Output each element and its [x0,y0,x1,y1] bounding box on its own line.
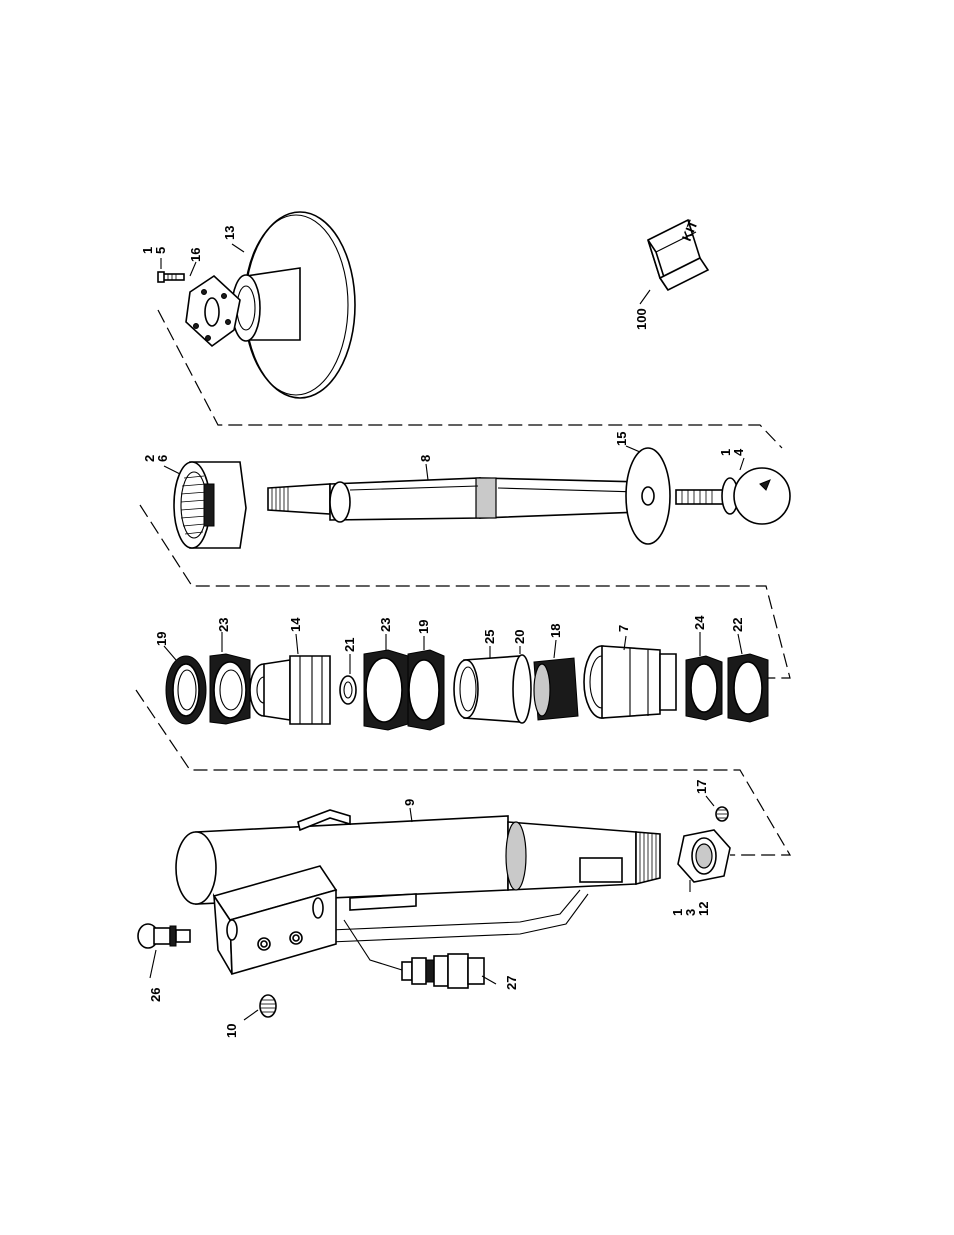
seal-stack [135,632,792,856]
callout-16: 16 [188,248,203,262]
callout-labels: 15 16 13 100 26 8 15 14 19 23 14 21 23 1… [140,226,746,1038]
cylinder-body-assembly [137,795,731,1021]
callout-14: 14 [288,617,303,632]
callout-1-5: 15 [140,247,168,254]
callout-23-b: 23 [378,618,393,632]
callout-22: 22 [730,618,745,632]
kit-label: KIT [679,218,701,243]
callout-13: 13 [222,226,237,240]
callout-17: 17 [694,780,709,794]
callout-20: 20 [512,630,527,644]
callout-15: 15 [614,432,629,446]
callout-19-b: 19 [416,620,431,634]
callout-10: 10 [224,1024,239,1038]
base-plate-assembly [157,211,783,449]
callout-21: 21 [342,638,357,652]
callout-1-3-12: 1312 [670,902,711,916]
callout-18: 18 [548,624,563,638]
callout-9: 9 [402,799,417,806]
callout-24: 24 [692,615,707,630]
callout-25: 25 [482,630,497,644]
kit-box: KIT [639,218,710,305]
callout-8: 8 [418,455,433,462]
callout-7: 7 [616,625,631,632]
callout-2-6: 26 [142,455,170,462]
piston-rod-assembly [139,445,791,679]
callout-26: 26 [148,988,163,1002]
callout-1-4: 14 [718,448,746,456]
callout-27: 27 [504,976,519,990]
callout-19-a: 19 [154,632,169,646]
callout-23-a: 23 [216,618,231,632]
callout-100: 100 [634,308,649,330]
